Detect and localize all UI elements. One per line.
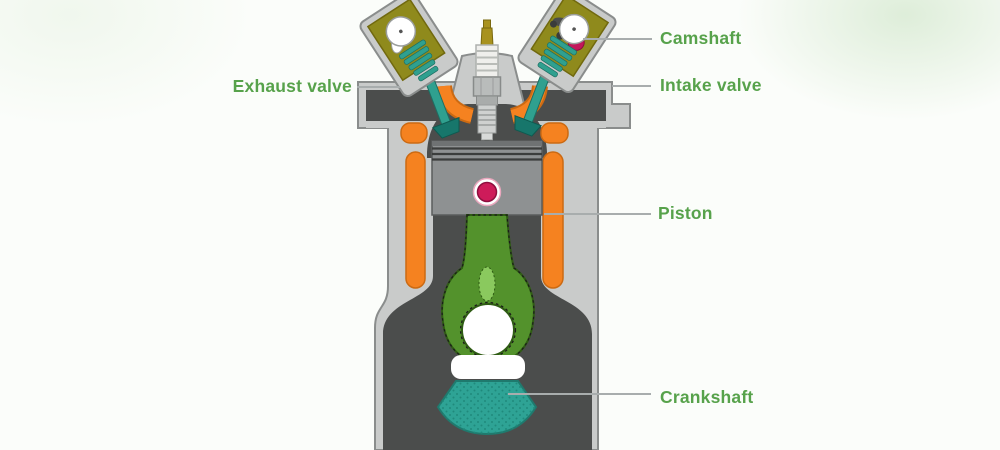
coolant-passage-right: [542, 151, 564, 289]
connecting-rod: [441, 214, 535, 366]
piston: [431, 140, 543, 216]
crankpin-bore: [461, 303, 515, 357]
label-camshaft: Camshaft: [660, 28, 742, 48]
camshaft-housing-right: [517, 0, 617, 94]
spark-plug: [472, 19, 502, 146]
valve-spring-right: [537, 35, 577, 78]
coolant-passage-top-right: [540, 122, 569, 144]
coolant-passage-left: [405, 151, 426, 289]
exhaust-valve: [423, 73, 460, 139]
bearing-gap: [451, 355, 525, 379]
intake-valve: [514, 71, 551, 137]
label-piston: Piston: [658, 203, 713, 223]
label-exhaust-valve: Exhaust valve: [232, 76, 352, 96]
coolant-passage-top-left: [400, 122, 428, 144]
rod-highlight: [478, 266, 496, 302]
valve-spring-left: [399, 39, 439, 82]
port-arch-left: [436, 84, 475, 124]
camshaft-housing-left: [359, 0, 459, 98]
label-crankshaft: Crankshaft: [660, 387, 754, 407]
leader-lines: [357, 38, 652, 395]
label-intake-valve: Intake valve: [660, 75, 762, 95]
